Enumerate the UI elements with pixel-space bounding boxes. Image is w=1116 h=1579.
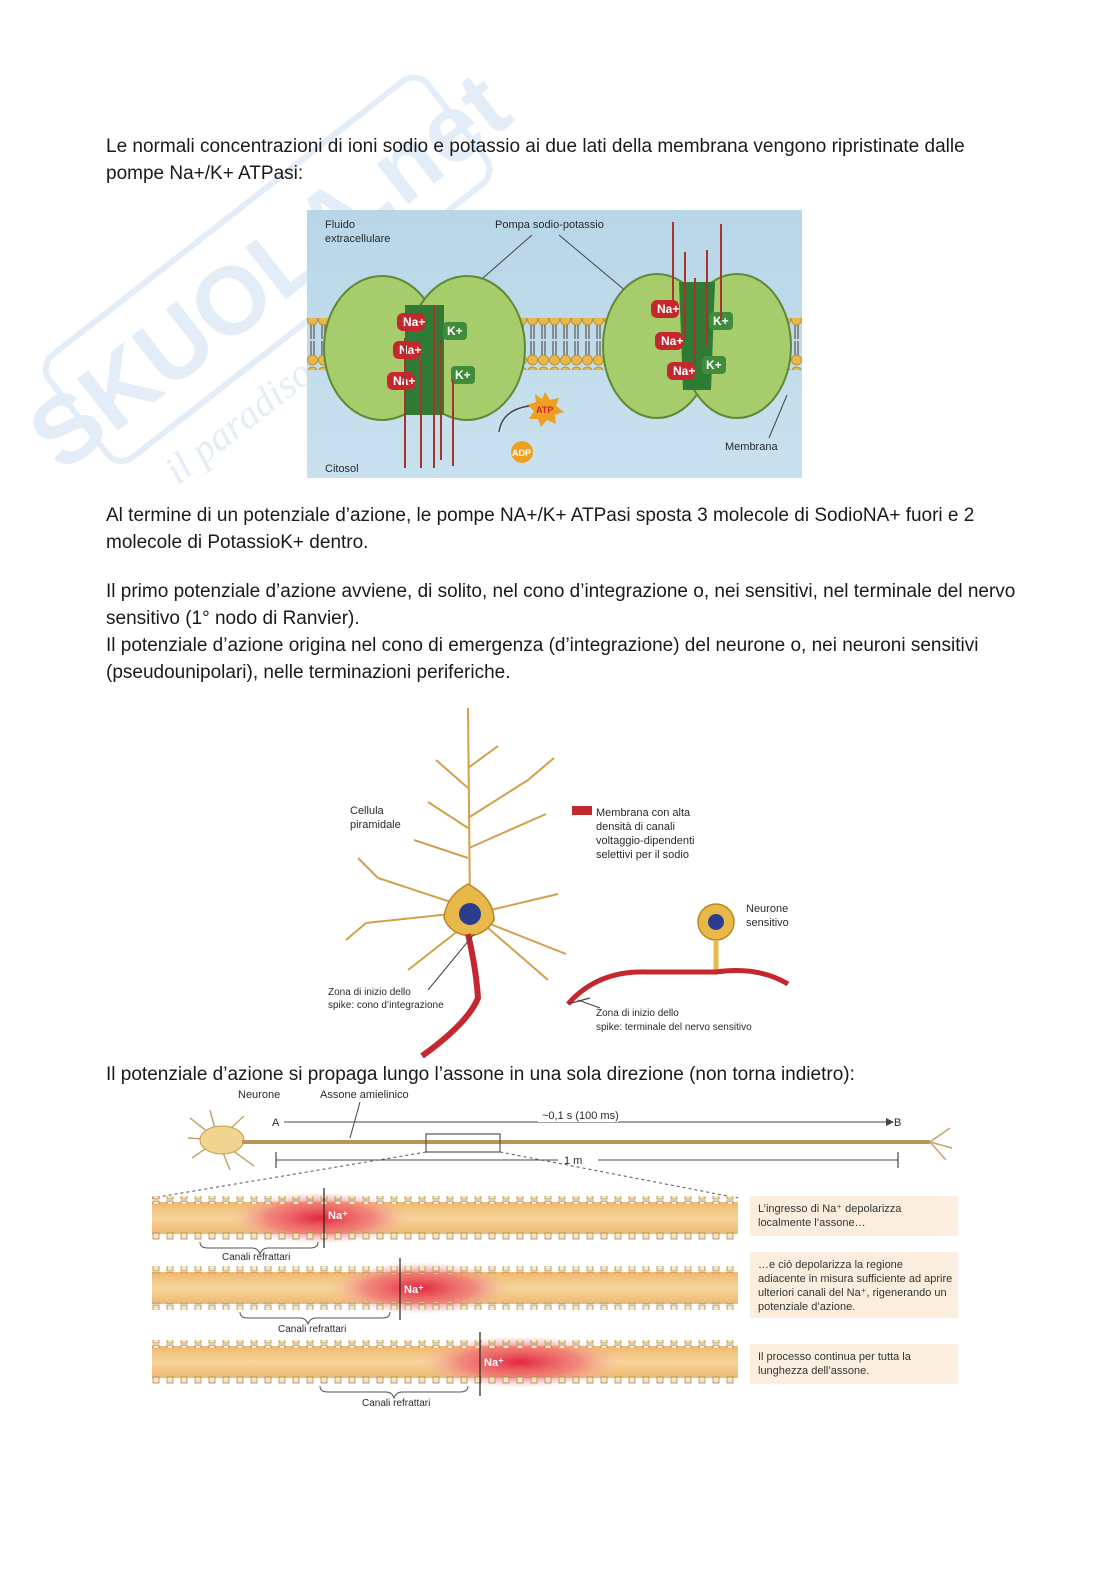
label-point-a: A bbox=[272, 1117, 280, 1129]
sensory-axon bbox=[566, 968, 790, 1006]
atp-burst-icon: ATP bbox=[527, 392, 564, 427]
adp-icon: ADP bbox=[511, 441, 533, 463]
pump-open-outside: Na+ Na+ Na+ K+ K+ bbox=[602, 222, 792, 419]
pump-open-inside: Na+ Na+ Na+ K+ K+ bbox=[323, 275, 526, 468]
label-axon: Assone amielinico bbox=[320, 1089, 409, 1101]
caption-step-1: L’ingresso di Na⁺ depolarizza localmente… bbox=[758, 1203, 902, 1229]
legend-line-2: densità di canali bbox=[596, 821, 675, 833]
label-time: ~0,1 s (100 ms) bbox=[542, 1110, 619, 1122]
label-membrane: Membrana bbox=[725, 441, 778, 453]
zoom-box bbox=[425, 1133, 501, 1153]
label-sensory-2: sensitivo bbox=[746, 917, 789, 929]
label-refractory-2: Canali refrattari bbox=[278, 1324, 346, 1335]
label-neurone: Neurone bbox=[238, 1089, 280, 1101]
figure-axon-propagation: Neurone Assone amielinico A B ~0,1 s (10… bbox=[151, 1089, 958, 1409]
caption-step-2: …e ciò depolarizza la regione adiacente … bbox=[758, 1259, 953, 1313]
caption-step-3: Il processo continua per tutta la lunghe… bbox=[758, 1351, 911, 1377]
label-zone2-2: spike: terminale del nervo sensitivo bbox=[596, 1022, 752, 1033]
figure-sodium-potassium-pump: Fluido extracellulare Pompa sodio-potass… bbox=[307, 210, 802, 478]
label-refractory-3: Canali refrattari bbox=[362, 1398, 430, 1409]
label-sensory-1: Neurone bbox=[746, 903, 788, 915]
propagation-step-3: Na⁺ Canali refrattari bbox=[152, 1332, 738, 1409]
label-na-3: Na⁺ bbox=[484, 1357, 504, 1369]
ion-na-2: Na+ bbox=[399, 343, 421, 357]
legend-line-1: Membrana con alta bbox=[596, 807, 691, 819]
propagation-step-1: Na⁺ Canali refrattari bbox=[152, 1188, 738, 1263]
label-na-1: Na⁺ bbox=[328, 1210, 348, 1222]
ion-na-6: Na+ bbox=[673, 364, 695, 378]
legend-line-4: selettivi per il sodio bbox=[596, 849, 689, 861]
ion-na-4: Na+ bbox=[657, 302, 679, 316]
adp-label: ADP bbox=[512, 448, 531, 458]
label-point-b: B bbox=[894, 1117, 901, 1129]
atp-label: ATP bbox=[536, 405, 553, 415]
paragraph-propagation: Il potenziale d’azione si propaga lungo … bbox=[106, 1064, 855, 1085]
label-na-2: Na⁺ bbox=[404, 1284, 424, 1296]
label-pyramidal-1: Cellula bbox=[350, 805, 385, 817]
legend-line-3: voltaggio-dipendenti bbox=[596, 835, 694, 847]
pyramidal-axon bbox=[420, 933, 482, 1058]
paragraph-pump-action: Al termine di un potenziale d’azione, le… bbox=[106, 505, 975, 553]
label-zone1-1: Zona di inizio dello bbox=[328, 987, 411, 998]
axon-terminal bbox=[929, 1127, 953, 1161]
label-extracellular-2: extracellulare bbox=[325, 233, 390, 245]
sensory-nucleus bbox=[708, 914, 724, 930]
label-refractory-1: Canali refrattari bbox=[222, 1252, 290, 1263]
paragraph-first-potential: Il primo potenziale d’azione avviene, di… bbox=[106, 581, 1016, 629]
propagation-step-2: Na⁺ Canali refrattari bbox=[152, 1258, 738, 1335]
label-cytosol: Citosol bbox=[325, 463, 359, 475]
label-extracellular-1: Fluido bbox=[325, 219, 355, 231]
legend-swatch bbox=[572, 806, 592, 815]
pyramidal-nucleus bbox=[459, 903, 481, 925]
ion-na-1: Na+ bbox=[403, 315, 425, 329]
ion-na-5: Na+ bbox=[661, 334, 683, 348]
label-zone2-1: Zona di inizio dello bbox=[596, 1008, 679, 1019]
ion-k-3: K+ bbox=[713, 314, 729, 328]
ion-k-2: K+ bbox=[455, 368, 471, 382]
ion-k-4: K+ bbox=[706, 358, 722, 372]
neuron-soma bbox=[199, 1125, 245, 1155]
figure-neurons: Cellula piramidale Membrana con alta den… bbox=[318, 708, 790, 1058]
label-length: 1 m bbox=[564, 1155, 582, 1167]
paragraph-origin: Il potenziale d’azione origina nel cono … bbox=[106, 635, 979, 683]
ion-k-1: K+ bbox=[447, 324, 463, 338]
label-pyramidal-2: piramidale bbox=[350, 819, 401, 831]
label-zone1-2: spike: cono d’integrazione bbox=[328, 1000, 444, 1011]
paragraph-pump-intro: Le normali concentrazioni di ioni sodio … bbox=[106, 136, 965, 184]
label-pump: Pompa sodio-potassio bbox=[495, 219, 604, 231]
